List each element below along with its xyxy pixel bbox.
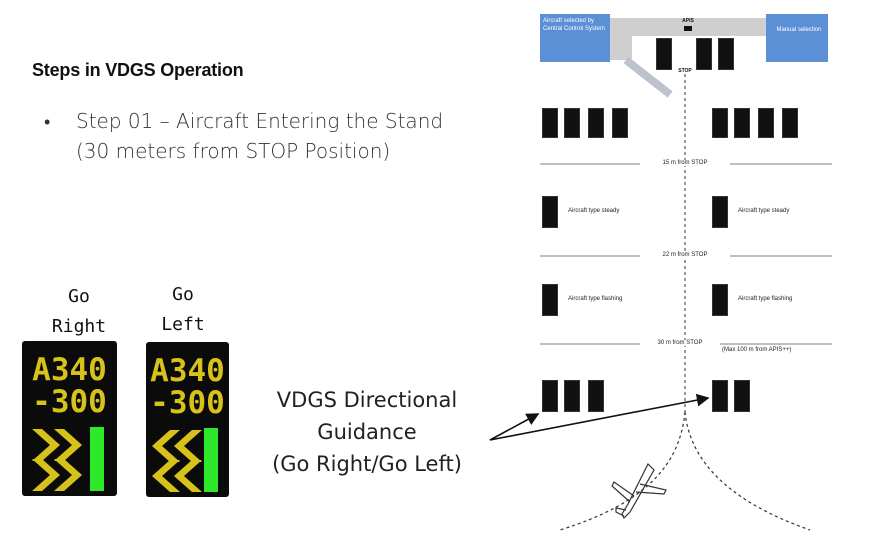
stop-label: STOP — [678, 68, 692, 74]
row1-panel-r1 — [712, 108, 728, 138]
go-left-label-line1: Go — [172, 284, 194, 305]
airplane-icon — [611, 462, 667, 520]
dist-30-label: 30 m from STOP — [640, 340, 720, 346]
type-steady-left: Aircraft type steady — [568, 208, 620, 214]
row4-panel-l1 — [542, 380, 558, 412]
go-left-green-bar — [204, 428, 218, 492]
guidance-line-2: Guidance — [317, 420, 417, 444]
row4-panel-l2 — [564, 380, 580, 412]
row1-panel-r3 — [758, 108, 774, 138]
terminal-wing — [610, 36, 632, 60]
go-right-display: A340 -300 — [22, 341, 117, 496]
row4-panel-r1 — [712, 380, 728, 412]
central-control-text: Aircraft selected by Central Control Sys… — [543, 18, 606, 32]
arrow-to-left-panel — [489, 393, 710, 441]
apis-unit — [684, 26, 692, 31]
arrow-to-right-panel — [489, 413, 540, 441]
go-right-chevrons-icon — [32, 429, 82, 491]
bullet-line-2: (30 meters from STOP Position) — [76, 139, 391, 163]
row1-panel-l3 — [588, 108, 604, 138]
top-panel-1 — [656, 38, 672, 70]
row1-panel-l2 — [564, 108, 580, 138]
type-flashing-right: Aircraft type flashing — [738, 296, 793, 302]
guidance-line-1: VDGS Directional — [276, 388, 458, 412]
bullet-line-1: Step 01 – Aircraft Entering the Stand — [76, 109, 444, 133]
top-panel-3 — [718, 38, 734, 70]
go-right-label-line1: Go — [68, 286, 90, 307]
go-left-display-line1: A340 — [150, 353, 225, 389]
row1-panel-r4 — [782, 108, 798, 138]
row3-panel-right — [712, 284, 728, 316]
go-left-display-line2: -300 — [150, 385, 225, 421]
apis-label: APIS — [682, 18, 694, 24]
go-left-label-line2: Left — [161, 314, 205, 335]
dist-22-label: 22 m from STOP — [640, 252, 730, 258]
go-left-chevrons-icon — [152, 430, 202, 492]
go-right-display-line1: A340 — [32, 352, 107, 388]
go-right-label: Go Right — [44, 282, 114, 342]
dist-15-label: 15 m from STOP — [640, 160, 730, 166]
guidance-line-3: (Go Right/Go Left) — [272, 452, 462, 476]
bullet-marker: • — [44, 112, 51, 132]
go-left-label: Go Left — [148, 280, 218, 340]
go-right-display-line2: -300 — [32, 384, 107, 420]
vdgs-diagram: Aircraft selected by Central Control Sys… — [540, 12, 840, 542]
row1-panel-r2 — [734, 108, 750, 138]
row4-panel-l3 — [588, 380, 604, 412]
go-right-green-bar — [90, 427, 104, 491]
bullet-text: Step 01 – Aircraft Entering the Stand (3… — [76, 106, 443, 166]
go-right-label-line2: Right — [51, 316, 107, 337]
row2-panel-left — [542, 196, 558, 228]
type-steady-right: Aircraft type steady — [738, 208, 790, 214]
guidance-caption: VDGS Directional Guidance (Go Right/Go L… — [262, 384, 472, 480]
row4-panel-r2 — [734, 380, 750, 412]
row3-panel-left — [542, 284, 558, 316]
max-note: (Max 100 m from APIS++) — [722, 347, 792, 353]
go-left-display: A340 -300 — [146, 342, 229, 497]
top-panel-2 — [696, 38, 712, 70]
manual-selection-text: Manual selection — [776, 27, 822, 33]
manual-selection-box: Manual selection — [766, 14, 828, 62]
row2-panel-right — [712, 196, 728, 228]
row1-panel-l1 — [542, 108, 558, 138]
centerline — [540, 74, 832, 531]
row1-panel-l4 — [612, 108, 628, 138]
page-title: Steps in VDGS Operation — [32, 60, 244, 80]
central-control-box: Aircraft selected by Central Control Sys… — [540, 14, 610, 62]
type-flashing-left: Aircraft type flashing — [568, 296, 623, 302]
